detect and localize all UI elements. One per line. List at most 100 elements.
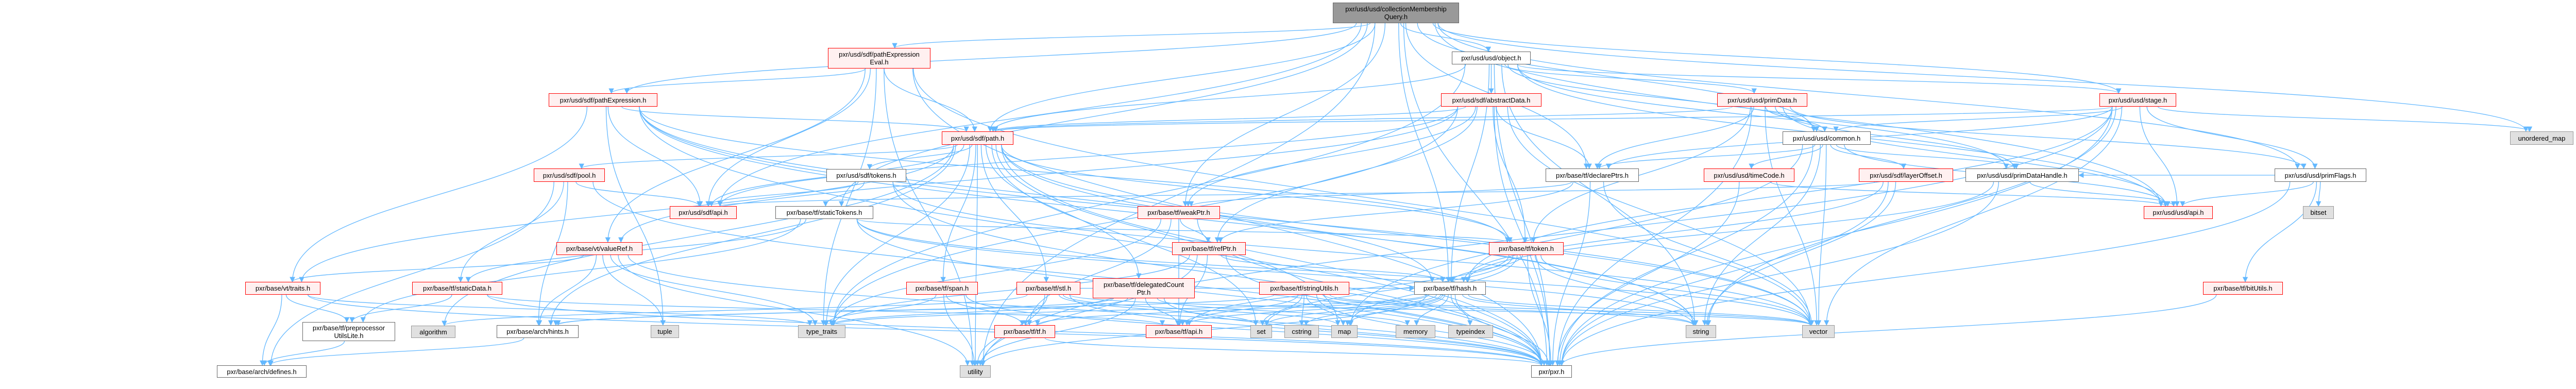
edge-primFlags-to-pxr: [1559, 181, 2291, 366]
edge-object-to-path: [990, 64, 1466, 132]
edge-valueRef-to-hints: [536, 255, 597, 326]
node-type-traits[interactable]: type_traits: [798, 325, 845, 338]
node-hash[interactable]: pxr/base/tf/hash.h: [1414, 282, 1486, 295]
node-span[interactable]: pxr/base/tf/span.h: [906, 282, 978, 295]
edge-stl-to-algorithm: [442, 294, 1028, 327]
node-declare-ptrs[interactable]: pxr/base/tf/declarePtrs.h: [1546, 168, 1639, 182]
node-tokens[interactable]: pxr/usd/sdf/tokens.h: [826, 169, 906, 182]
node-delegated[interactable]: pxr/base/tf/delegatedCount Ptr.h: [1093, 278, 1195, 298]
edge-primData-to-token: [1531, 106, 1751, 243]
edge-declarePtrs-to-vector: [1603, 181, 1815, 326]
edge-path-to-utility: [972, 144, 978, 366]
edge-timeCode-to-pxr: [1554, 181, 1740, 366]
edge-root-to-pxr: [1403, 23, 1550, 366]
node-algorithm[interactable]: algorithm: [411, 326, 455, 338]
edge-stage-to-common: [1833, 106, 2123, 132]
node-static-tokens[interactable]: pxr/base/tf/staticTokens.h: [775, 206, 873, 219]
edge-pathExpression-to-token: [639, 106, 1511, 243]
node-prim-flags[interactable]: pxr/usd/usd/primFlags.h: [2275, 168, 2366, 182]
edge-refPtr-to-hash: [1221, 255, 1446, 283]
edge-primDataHandle-to-hash: [1464, 181, 1994, 283]
node-value-ref[interactable]: pxr/base/vt/valueRef.h: [556, 242, 642, 255]
edge-abstractData-to-vector: [1507, 106, 1813, 326]
node-string-utils[interactable]: pxr/base/tf/stringUtils.h: [1259, 282, 1349, 295]
node-string[interactable]: string: [1686, 325, 1716, 338]
edge-pathExpressionEval-to-type_traits: [821, 68, 877, 326]
edge-declarePtrs-to-refPtr: [1217, 181, 1573, 243]
edge-layerOffset-to-pxr: [1559, 181, 1889, 366]
edge-stage-to-utility: [980, 106, 2113, 366]
node-unordered-map[interactable]: unordered_map: [2510, 131, 2573, 145]
edge-hash-to-tfApi: [1184, 294, 1437, 326]
edge-stringUtils-to-map: [1306, 294, 1346, 326]
edge-path-to-span: [940, 144, 976, 283]
node-stage[interactable]: pxr/usd/usd/stage.h: [2099, 93, 2176, 107]
edge-root-to-common: [1417, 23, 1817, 132]
edge-traits-to-preproc: [285, 294, 350, 323]
edge-primDataHandle-to-pxr: [1559, 181, 1999, 366]
node-root[interactable]: pxr/usd/usd/collectionMembership Query.h: [1333, 3, 1459, 23]
edge-abstractData-to-pxr: [1494, 106, 1553, 366]
edge-path-to-tokens: [867, 144, 973, 170]
edge-primData-to-vector: [1765, 106, 1820, 326]
node-tfh[interactable]: pxr/base/tf/tf.h: [994, 325, 1055, 338]
node-object[interactable]: pxr/usd/usd/object.h: [1452, 52, 1531, 64]
node-common[interactable]: pxr/usd/usd/common.h: [1783, 131, 1871, 145]
node-prim-data-handle[interactable]: pxr/usd/usd/primDataHandle.h: [1965, 168, 2079, 182]
edge-pathExpressionEval-to-vector: [913, 68, 1813, 326]
node-tuple[interactable]: tuple: [651, 325, 679, 338]
edge-hash-to-tfh: [1035, 294, 1429, 326]
edge-pool-to-defines: [268, 181, 554, 366]
edge-token-to-vector: [1540, 255, 1813, 326]
edge-pathExpression-to-tuple: [605, 106, 666, 326]
edge-primData-to-pxr: [1555, 106, 1752, 366]
node-pxr[interactable]: pxr/pxr.h: [1531, 365, 1572, 378]
edge-path-to-hints: [548, 144, 956, 326]
edge-abstractData-to-weakPtr: [1185, 106, 1476, 207]
node-defines[interactable]: pxr/base/arch/defines.h: [217, 365, 307, 378]
node-token[interactable]: pxr/base/tf/token.h: [1489, 242, 1564, 255]
node-set[interactable]: set: [1250, 325, 1272, 338]
node-usd-api[interactable]: pxr/usd/usd/api.h: [2144, 206, 2213, 219]
node-abstract-data[interactable]: pxr/usd/sdf/abstractData.h: [1441, 93, 1541, 107]
edge-path-to-stl: [980, 144, 1049, 283]
node-bit-utils[interactable]: pxr/base/tf/bitUtils.h: [2203, 282, 2283, 295]
node-bitset[interactable]: bitset: [2303, 206, 2334, 219]
edge-root-to-weakPtr: [1182, 23, 1386, 207]
edge-delegated-to-tfApi: [1145, 298, 1181, 326]
node-pool[interactable]: pxr/usd/sdf/pool.h: [534, 168, 605, 182]
node-path[interactable]: pxr/usd/sdf/path.h: [942, 131, 1013, 145]
node-prim-data[interactable]: pxr/usd/usd/primData.h: [1717, 93, 1807, 107]
node-vector[interactable]: vector: [1802, 325, 1835, 338]
node-time-code[interactable]: pxr/usd/usd/timeCode.h: [1704, 168, 1794, 182]
node-ref-ptr[interactable]: pxr/base/tf/refPtr.h: [1172, 242, 1246, 255]
node-tf-api[interactable]: pxr/base/tf/api.h: [1146, 325, 1212, 338]
edge-root-to-pathExpressionEval: [892, 23, 1370, 49]
node-hints[interactable]: pxr/base/arch/hints.h: [497, 325, 579, 338]
edge-common-to-pxr: [1557, 144, 1814, 366]
edge-valueRef-to-pxr: [628, 255, 1544, 366]
edge-pathExpression-to-path: [621, 106, 969, 132]
node-path-expression[interactable]: pxr/usd/sdf/pathExpression.h: [549, 93, 657, 107]
edge-primFlags-to-bitset: [2315, 181, 2321, 207]
edge-staticData-to-tfApi: [487, 294, 1165, 326]
node-weak-ptr[interactable]: pxr/base/tf/weakPtr.h: [1138, 206, 1220, 219]
node-sdf-api[interactable]: pxr/usd/sdf/api.h: [670, 206, 737, 219]
node-path-expression-eval[interactable]: pxr/usd/sdf/pathExpression Eval.h: [828, 48, 930, 69]
node-static-data[interactable]: pxr/base/tf/staticData.h: [412, 282, 502, 295]
node-cstring[interactable]: cstring: [1284, 325, 1319, 338]
node-typeindex[interactable]: typeindex: [1448, 325, 1493, 338]
node-memory[interactable]: memory: [1396, 325, 1435, 338]
edge-staticTokens-to-preproc: [360, 218, 801, 323]
edge-root-to-object: [1400, 23, 1492, 53]
node-preproc[interactable]: pxr/base/tf/preprocessor UtilsLite.h: [302, 322, 395, 341]
node-map[interactable]: map: [1331, 325, 1358, 338]
edge-staticTokens-to-pxr: [856, 218, 1544, 366]
node-layer-offset[interactable]: pxr/usd/sdf/layerOffset.h: [1859, 168, 1953, 182]
node-stl[interactable]: pxr/base/tf/stl.h: [1016, 282, 1080, 295]
edge-pathExpression-to-sdfApi: [607, 106, 703, 207]
node-traits[interactable]: pxr/base/vt/traits.h: [245, 282, 320, 295]
node-utility[interactable]: utility: [960, 365, 991, 378]
edge-hash-to-cstring: [1303, 294, 1443, 326]
